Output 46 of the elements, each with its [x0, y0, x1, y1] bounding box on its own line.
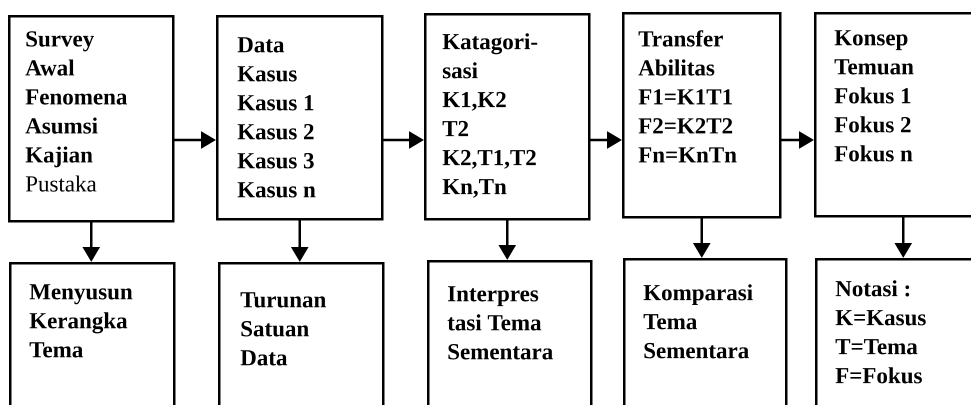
node-label: Konsep	[834, 30, 908, 50]
process-box	[424, 13, 590, 220]
node-label: Kn,Tn	[442, 179, 506, 198]
process-box	[216, 15, 384, 220]
node-label: Kasus 3	[238, 153, 314, 169]
node-label: Katagori-	[442, 33, 538, 54]
node-label: Survey	[26, 31, 94, 52]
node-label: Awal	[25, 59, 74, 76]
node-label: Transfer	[638, 30, 723, 47]
node-label: T2	[442, 120, 468, 136]
process-box	[815, 258, 971, 405]
node-label: Kasus 1	[238, 95, 314, 111]
node-label: Interpres tasi Tema Sementara	[448, 286, 553, 360]
node-label: Kasus	[238, 66, 297, 82]
node-label: sasi	[442, 62, 478, 78]
process-box	[8, 15, 174, 222]
node-label: T=Tema	[836, 339, 918, 354]
node-label: Fokus 2	[834, 116, 911, 133]
node-label: Kasus 2	[238, 124, 314, 140]
node-label: F1=K1T1	[638, 89, 732, 104]
process-box	[814, 12, 971, 218]
node-label: Temuan	[834, 59, 914, 75]
node-label: Komparasi Tema Sementara	[644, 284, 753, 358]
node-label: Abilitas	[638, 59, 714, 76]
node-label: K2,T1,T2	[442, 150, 536, 169]
node-label: Fenomena	[26, 89, 128, 105]
node-label: F2=K2T2	[638, 118, 732, 134]
node-label: Menyusun Kerangka Tema	[30, 284, 132, 358]
node-label: Asumsi	[25, 117, 98, 134]
node-label: K1,K2	[442, 92, 506, 111]
node-label: F=Fokus	[836, 367, 922, 384]
node-label: Kajian	[26, 146, 93, 168]
node-label: Fokus n	[834, 145, 912, 162]
node-label: Fokus 1	[834, 87, 910, 104]
process-box	[427, 260, 592, 405]
node-label: Fn=KnTn	[638, 147, 737, 162]
node-label: Pustaka	[26, 175, 96, 192]
node-label: Turunan Satuan Data	[240, 292, 326, 366]
process-box	[218, 262, 384, 405]
node-label: Notasi :	[836, 280, 910, 296]
process-box	[623, 258, 788, 405]
node-label: K=Kasus	[836, 310, 926, 326]
process-box	[622, 12, 782, 218]
node-label: Data	[238, 37, 284, 52]
process-box	[9, 262, 176, 405]
node-label: Kasus n	[238, 182, 316, 198]
